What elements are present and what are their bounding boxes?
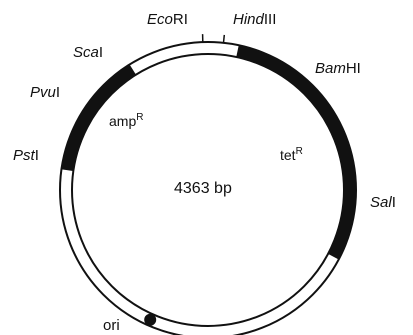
gene-label-tetr-superscript: R bbox=[296, 146, 303, 157]
site-label-pvui-italic: Pvu bbox=[30, 84, 57, 101]
site-label-psti-roman: I bbox=[35, 147, 39, 164]
gene-label-tetr: tetR bbox=[280, 146, 303, 163]
site-label-sali-italic: Sal bbox=[370, 194, 392, 211]
gene-label-ampr-name: amp bbox=[109, 113, 136, 129]
site-label-ecori-roman: RI bbox=[173, 11, 188, 28]
site-label-bamhi-roman: HI bbox=[346, 60, 361, 77]
ori-label: ori bbox=[103, 317, 120, 334]
ori-marker-dot bbox=[144, 313, 157, 326]
site-label-pvui-roman: I bbox=[56, 84, 60, 101]
gene-label-ampr-superscript: R bbox=[136, 112, 143, 123]
site-label-scai-italic: Sca bbox=[73, 44, 99, 61]
site-label-ecori: EcoRI bbox=[147, 11, 188, 28]
site-label-psti: PstI bbox=[13, 147, 39, 164]
site-label-bamhi-italic: Bam bbox=[315, 60, 346, 77]
plasmid-size-label: 4363 bp bbox=[174, 180, 232, 197]
site-label-bamhi: BamHI bbox=[315, 60, 361, 77]
restriction-site-ticks bbox=[201, 34, 226, 43]
tet-resistance-gene-block bbox=[236, 44, 357, 260]
site-label-scai-roman: I bbox=[99, 44, 103, 61]
amp-resistance-gene-block bbox=[60, 64, 137, 172]
gene-label-tetr-name: tet bbox=[280, 147, 296, 163]
site-label-sali-roman: I bbox=[392, 194, 396, 211]
site-label-pvui: PvuI bbox=[30, 84, 60, 101]
site-label-ecori-italic: Eco bbox=[147, 11, 173, 28]
gene-label-ampr: ampR bbox=[109, 112, 143, 129]
site-label-hindiii-roman: III bbox=[264, 11, 277, 28]
site-label-scai: ScaI bbox=[73, 44, 103, 61]
site-label-hindiii-italic: Hind bbox=[233, 11, 265, 28]
site-label-psti-italic: Pst bbox=[13, 147, 36, 164]
site-label-sali: SalI bbox=[370, 194, 396, 211]
hindiii-tick bbox=[222, 34, 226, 43]
site-label-hindiii: HindIII bbox=[233, 11, 276, 28]
